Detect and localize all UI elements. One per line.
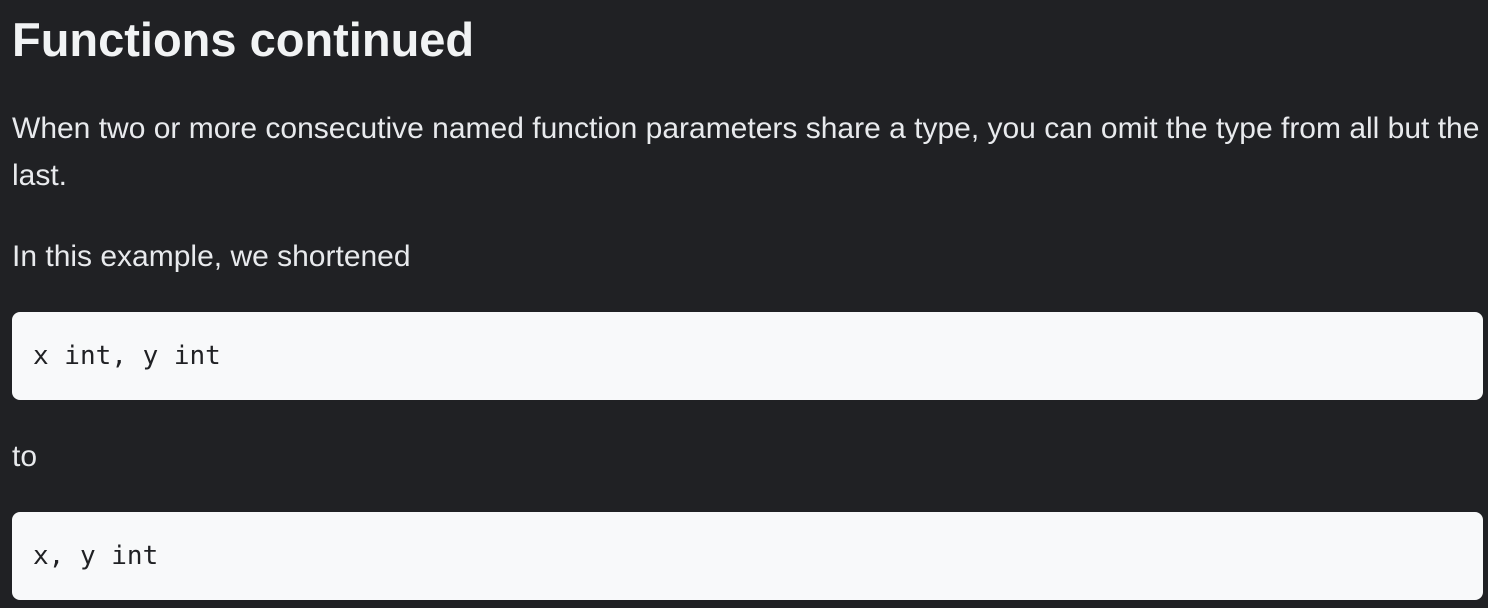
code-block-after: x, y int: [12, 512, 1483, 600]
code-before-text: x int, y int: [33, 341, 221, 371]
code-after-text: x, y int: [33, 541, 159, 571]
connector-paragraph: to: [12, 440, 38, 473]
example-paragraph: In this example, we shortened: [12, 240, 411, 273]
page-title: Functions continued: [12, 13, 475, 66]
intro-paragraph: When two or more consecutive named funct…: [12, 112, 1480, 192]
code-block-before: x int, y int: [12, 312, 1483, 400]
